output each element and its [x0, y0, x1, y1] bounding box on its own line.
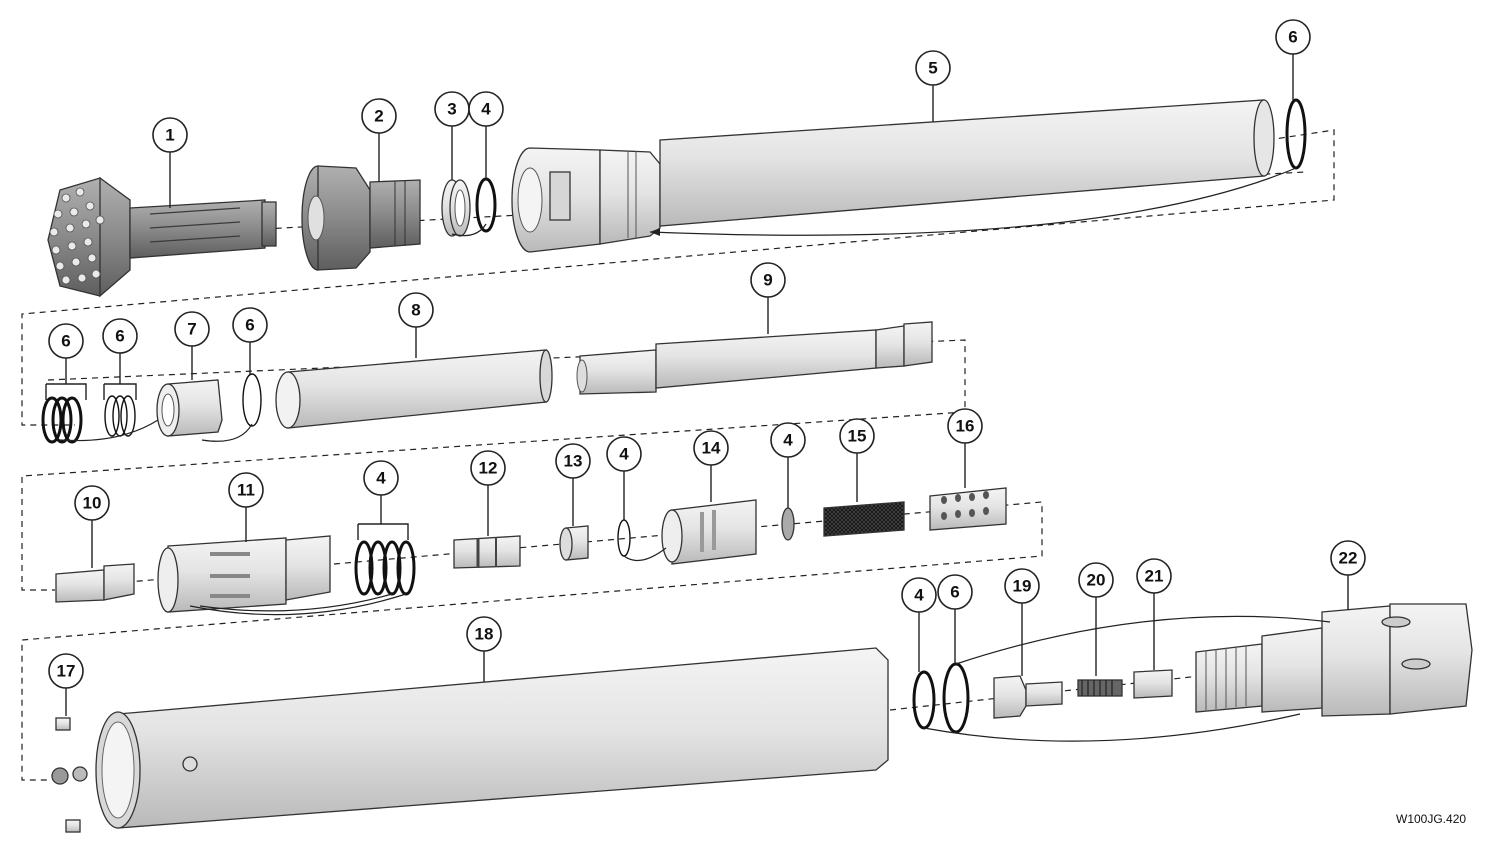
svg-text:6: 6 [115, 327, 124, 346]
part-13-spacer [559, 525, 589, 561]
part-6-o-ring-set-a [41, 396, 83, 444]
callout-6: 6 [1275, 19, 1311, 55]
part-1-drill-bit [47, 176, 277, 298]
callout-5: 5 [915, 50, 951, 86]
svg-text:6: 6 [61, 332, 70, 351]
part-6-o-ring-top [1285, 98, 1307, 170]
callout-14: 14 [693, 430, 729, 466]
svg-text:15: 15 [848, 427, 867, 446]
part-21-valve-cap [1133, 669, 1173, 699]
svg-text:18: 18 [475, 625, 494, 644]
svg-text:4: 4 [619, 445, 629, 464]
part-4-o-ring-row3b [781, 507, 795, 541]
svg-text:4: 4 [783, 431, 793, 450]
assembly-arrows-row1 [451, 167, 1297, 237]
callout-16: 16 [947, 408, 983, 444]
part-16-perforated-filter [929, 487, 1007, 531]
part-22-backhead [1195, 603, 1473, 717]
svg-text:8: 8 [411, 301, 420, 320]
svg-text:1: 1 [165, 126, 174, 145]
callout-2: 2 [361, 98, 397, 134]
part-18-outer-casing [95, 647, 889, 829]
part-4-o-ring [475, 177, 497, 233]
callout-10: 10 [74, 485, 110, 521]
part-8-inner-cylinder [275, 349, 553, 429]
callout-7: 7 [174, 311, 210, 347]
callout-6: 6 [48, 323, 84, 359]
part-3-retaining-ring [441, 179, 471, 237]
svg-text:17: 17 [57, 662, 76, 681]
callout-12: 12 [470, 450, 506, 486]
callout-4: 4 [363, 460, 399, 496]
leader-lines [45, 54, 1349, 716]
callout-4: 4 [901, 577, 937, 613]
callout-8: 8 [398, 292, 434, 328]
callout-21: 21 [1136, 558, 1172, 594]
callout-18: 18 [466, 616, 502, 652]
svg-text:9: 9 [763, 271, 772, 290]
part-14-check-valve-housing [661, 499, 757, 565]
svg-text:20: 20 [1087, 571, 1106, 590]
part-17-plug-set [51, 717, 88, 833]
callout-19: 19 [1004, 568, 1040, 604]
callout-20: 20 [1078, 562, 1114, 598]
svg-text:4: 4 [481, 100, 491, 119]
callout-6: 6 [102, 318, 138, 354]
part-15-mesh-filter [823, 501, 905, 537]
callout-4: 4 [606, 436, 642, 472]
svg-text:3: 3 [447, 100, 456, 119]
part-19-check-valve [993, 675, 1063, 719]
part-4-o-ring-row3a [617, 519, 631, 557]
svg-text:14: 14 [702, 439, 721, 458]
svg-text:22: 22 [1339, 549, 1358, 568]
callout-6: 6 [937, 574, 973, 610]
callout-13: 13 [555, 443, 591, 479]
part-6-o-ring-single [242, 373, 262, 427]
assembly-arrows-row4 [923, 615, 1331, 742]
part-6-o-ring-set-b [104, 395, 136, 437]
part-6-o-ring-row4 [942, 662, 970, 734]
svg-text:6: 6 [950, 583, 959, 602]
assembly-arrows-row2 [59, 419, 253, 442]
callout-22: 22 [1330, 540, 1366, 576]
svg-text:6: 6 [245, 316, 254, 335]
svg-text:7: 7 [187, 320, 196, 339]
svg-text:12: 12 [479, 459, 498, 478]
callout-4: 4 [468, 91, 504, 127]
svg-text:6: 6 [1288, 28, 1297, 47]
callout-1: 1 [152, 117, 188, 153]
svg-text:5: 5 [928, 59, 937, 78]
part-11-control-rod [157, 535, 331, 613]
callout-15: 15 [839, 418, 875, 454]
part-20-spring [1077, 679, 1123, 697]
part-12-valve [453, 535, 521, 569]
callout-11: 11 [228, 472, 264, 508]
svg-text:16: 16 [956, 417, 975, 436]
callout-17: 17 [48, 653, 84, 689]
svg-text:19: 19 [1013, 577, 1032, 596]
part-10-foot-valve [55, 563, 135, 603]
part-4-o-ring-row4 [912, 670, 936, 730]
assembly-arrows-row3 [189, 547, 667, 616]
part-9-piston [576, 321, 933, 395]
callout-6: 6 [232, 307, 268, 343]
callout-3: 3 [434, 91, 470, 127]
part-4-o-ring-set [354, 540, 416, 596]
svg-text:2: 2 [374, 107, 383, 126]
svg-text:21: 21 [1145, 567, 1164, 586]
callout-4: 4 [770, 422, 806, 458]
document-code: W100JG.420 [1396, 812, 1467, 826]
svg-text:10: 10 [83, 494, 102, 513]
part-2-chuck [301, 165, 421, 271]
svg-text:4: 4 [376, 469, 386, 488]
part-5-top-sub [511, 99, 1275, 253]
svg-text:4: 4 [914, 586, 924, 605]
part-7-guide-bushing [156, 379, 223, 437]
svg-text:11: 11 [237, 481, 255, 500]
callout-9: 9 [750, 262, 786, 298]
svg-text:13: 13 [564, 452, 583, 471]
